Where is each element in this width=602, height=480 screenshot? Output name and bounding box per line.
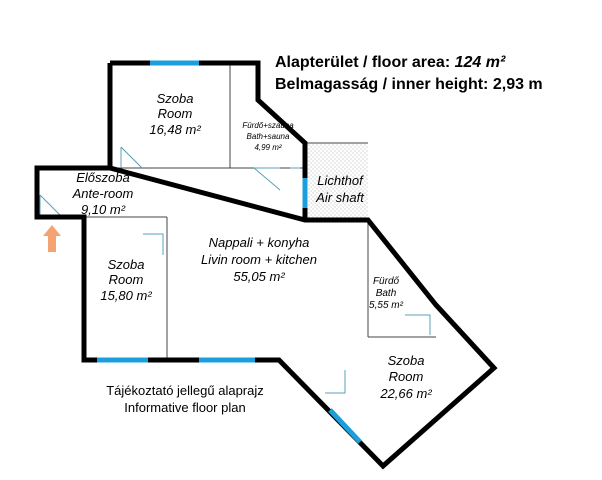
anteroom-hu: Előszoba — [76, 170, 129, 185]
bath-en: Bath — [376, 288, 397, 299]
bath-area: 5,55 m² — [369, 300, 404, 311]
room-left-area: 15,80 m² — [100, 288, 152, 303]
windows — [97, 60, 362, 444]
airshaft-en: Air shaft — [315, 190, 365, 205]
anteroom-area: 9,10 m² — [81, 202, 126, 217]
living-en: Livin room + kitchen — [201, 252, 317, 267]
bath-sauna-area: 4,99 m² — [254, 143, 281, 152]
entrance-arrow-icon — [43, 225, 61, 252]
living-area: 55,05 m² — [233, 269, 285, 284]
floor-area-text: Alapterület / floor area: 124 m² — [275, 54, 506, 71]
room-right-area: 22,66 m² — [379, 386, 432, 401]
room-right-hu: Szoba — [388, 353, 425, 368]
door-swings — [39, 146, 431, 394]
footer-hu: Tájékoztató jellegű alaprajz — [106, 383, 264, 398]
room-top-area: 16,48 m² — [149, 122, 201, 137]
anteroom-en: Ante-room — [72, 186, 134, 201]
footer-en: Informative floor plan — [124, 400, 245, 415]
inner-height-text: Belmagasság / inner height: 2,93 m — [275, 76, 543, 93]
room-left-en: Room — [109, 272, 144, 287]
air-shaft-area — [305, 143, 368, 220]
living-hu: Nappali + konyha — [209, 235, 310, 250]
bath-sauna-hu: Fürdő+szauna — [242, 121, 294, 130]
room-right-en: Room — [389, 369, 424, 384]
outer-walls — [34, 60, 498, 470]
bath-sauna-en: Bath+sauna — [247, 132, 290, 141]
bath-hu: Fürdő — [373, 276, 400, 287]
airshaft-hu: Lichthof — [317, 173, 364, 188]
room-top-en: Room — [158, 106, 193, 121]
room-left-hu: Szoba — [108, 257, 145, 272]
window-right-room — [328, 408, 362, 444]
room-top-hu: Szoba — [157, 91, 194, 106]
